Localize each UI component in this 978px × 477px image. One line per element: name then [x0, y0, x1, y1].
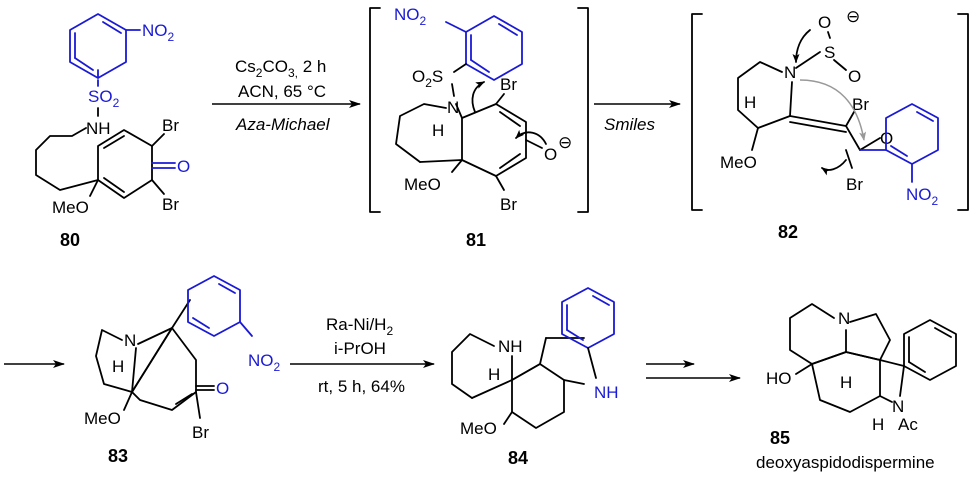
- oxo-80: O: [177, 157, 190, 176]
- nitro-83: NO: [248, 351, 274, 370]
- charge-82: ⊖: [846, 7, 860, 26]
- label-aza-michael: Aza-Michael: [235, 115, 331, 134]
- svg-text:NO2: NO2: [248, 351, 281, 374]
- compound-81: NO2 O2S N H Br Br O ⊖ MeO 81: [369, 5, 589, 250]
- n-83: N: [124, 331, 136, 350]
- h-83: H: [112, 357, 124, 376]
- oxo-83: O: [216, 379, 229, 398]
- svg-text:NO2: NO2: [394, 5, 427, 28]
- nitro-80: NO: [142, 21, 168, 40]
- label-83: 83: [108, 446, 128, 466]
- br-83: Br: [192, 423, 209, 442]
- nitrophenyl-ring-83: [187, 275, 253, 337]
- h-81: H: [432, 121, 444, 140]
- br-bottom-82: Br: [846, 175, 863, 194]
- compound-80: NO2 SO2 NH Br Br O MeO 80: [35, 13, 190, 250]
- nitro-81: N: [394, 5, 406, 24]
- nitrophenyl-ring-80: [69, 13, 141, 79]
- br-top-82: Br: [852, 95, 869, 114]
- br-top-81: Br: [500, 75, 517, 94]
- label-85: 85: [770, 428, 790, 448]
- reagent-ipr: i-PrOH: [334, 339, 386, 358]
- reagent-raney-ni: Ra-Ni/H2: [326, 315, 393, 338]
- nh-84: NH: [498, 337, 523, 356]
- arrow-multistep: [646, 360, 741, 382]
- nh-indole-84: NH: [594, 383, 619, 402]
- arrow-reduction: Ra-Ni/H2 i-PrOH rt, 5 h, 64%: [290, 315, 435, 396]
- curly-arrow-81b: [515, 129, 547, 145]
- svg-text:NO2: NO2: [142, 21, 175, 44]
- svg-text:O2S: O2S: [412, 67, 443, 90]
- n-81: N: [447, 98, 459, 117]
- methoxy-82: MeO: [720, 153, 757, 172]
- h2-85: H: [872, 415, 884, 434]
- nh-80: NH: [86, 119, 111, 138]
- br-top-80: Br: [162, 116, 179, 135]
- nitrophenyl-ring-81: [445, 15, 523, 81]
- curly-arrow-82b: [799, 79, 867, 141]
- compound-84: NH H NH MeO 84: [451, 287, 619, 468]
- s-82: S: [824, 43, 835, 62]
- label-80: 80: [60, 230, 80, 250]
- compound-85: N H HO N H Ac 85 deoxyaspidodispermine: [756, 303, 957, 472]
- arrow-smiles: Smiles: [594, 100, 681, 134]
- nitrophenyl-ring-82: [859, 103, 939, 183]
- reagent-cs2co3: Cs2CO3, 2 h: [235, 57, 326, 80]
- reagent-conditions: rt, 5 h, 64%: [318, 377, 405, 396]
- n-82: N: [784, 63, 796, 82]
- arrow-aza-michael: Cs2CO3, 2 h ACN, 65 °C Aza-Michael: [212, 57, 361, 134]
- reagent-acn: ACN, 65 °C: [238, 82, 326, 101]
- dienone-ring-80: [97, 129, 153, 199]
- h-84: H: [488, 365, 500, 384]
- methoxy-80: MeO: [52, 198, 89, 217]
- hydroxy-85: HO: [766, 369, 792, 388]
- o2s-81: O: [412, 67, 425, 86]
- methoxy-81: MeO: [404, 175, 441, 194]
- h-85: H: [840, 373, 852, 392]
- label-84: 84: [508, 448, 528, 468]
- name-85: deoxyaspidodispermine: [756, 453, 935, 472]
- n-acetyl-85: N: [892, 397, 904, 416]
- charge-81: ⊖: [558, 133, 572, 152]
- curly-arrow-82c: [821, 159, 847, 176]
- label-82: 82: [778, 222, 798, 242]
- o-82b: O: [848, 67, 861, 86]
- svg-text:SO2: SO2: [88, 87, 120, 110]
- o-anion-81: O: [544, 145, 557, 164]
- svg-text:NO2: NO2: [906, 185, 939, 208]
- o-82a: O: [818, 13, 831, 32]
- benzene-ring-85: [903, 319, 957, 381]
- methoxy-83: MeO: [84, 409, 121, 428]
- br-bottom-81: Br: [500, 195, 517, 214]
- curly-arrow-81a: [471, 81, 485, 113]
- methoxy-84: MeO: [460, 419, 497, 438]
- label-smiles: Smiles: [604, 115, 656, 134]
- br-bottom-80: Br: [162, 195, 179, 214]
- h-82: H: [744, 93, 756, 112]
- compound-83: N NO2 O Br H MeO 83: [84, 275, 281, 466]
- acetyl-85: Ac: [898, 415, 918, 434]
- sulfonyl-80: SO: [88, 87, 113, 106]
- nitro-82: NO: [906, 185, 932, 204]
- benzene-ring-84: [561, 287, 615, 349]
- n-85: N: [838, 309, 850, 328]
- compound-82: N S O O ⊖ H MeO Br Br O NO2 82: [691, 7, 969, 242]
- label-81: 81: [466, 230, 486, 250]
- curly-arrow-82a: [792, 29, 811, 63]
